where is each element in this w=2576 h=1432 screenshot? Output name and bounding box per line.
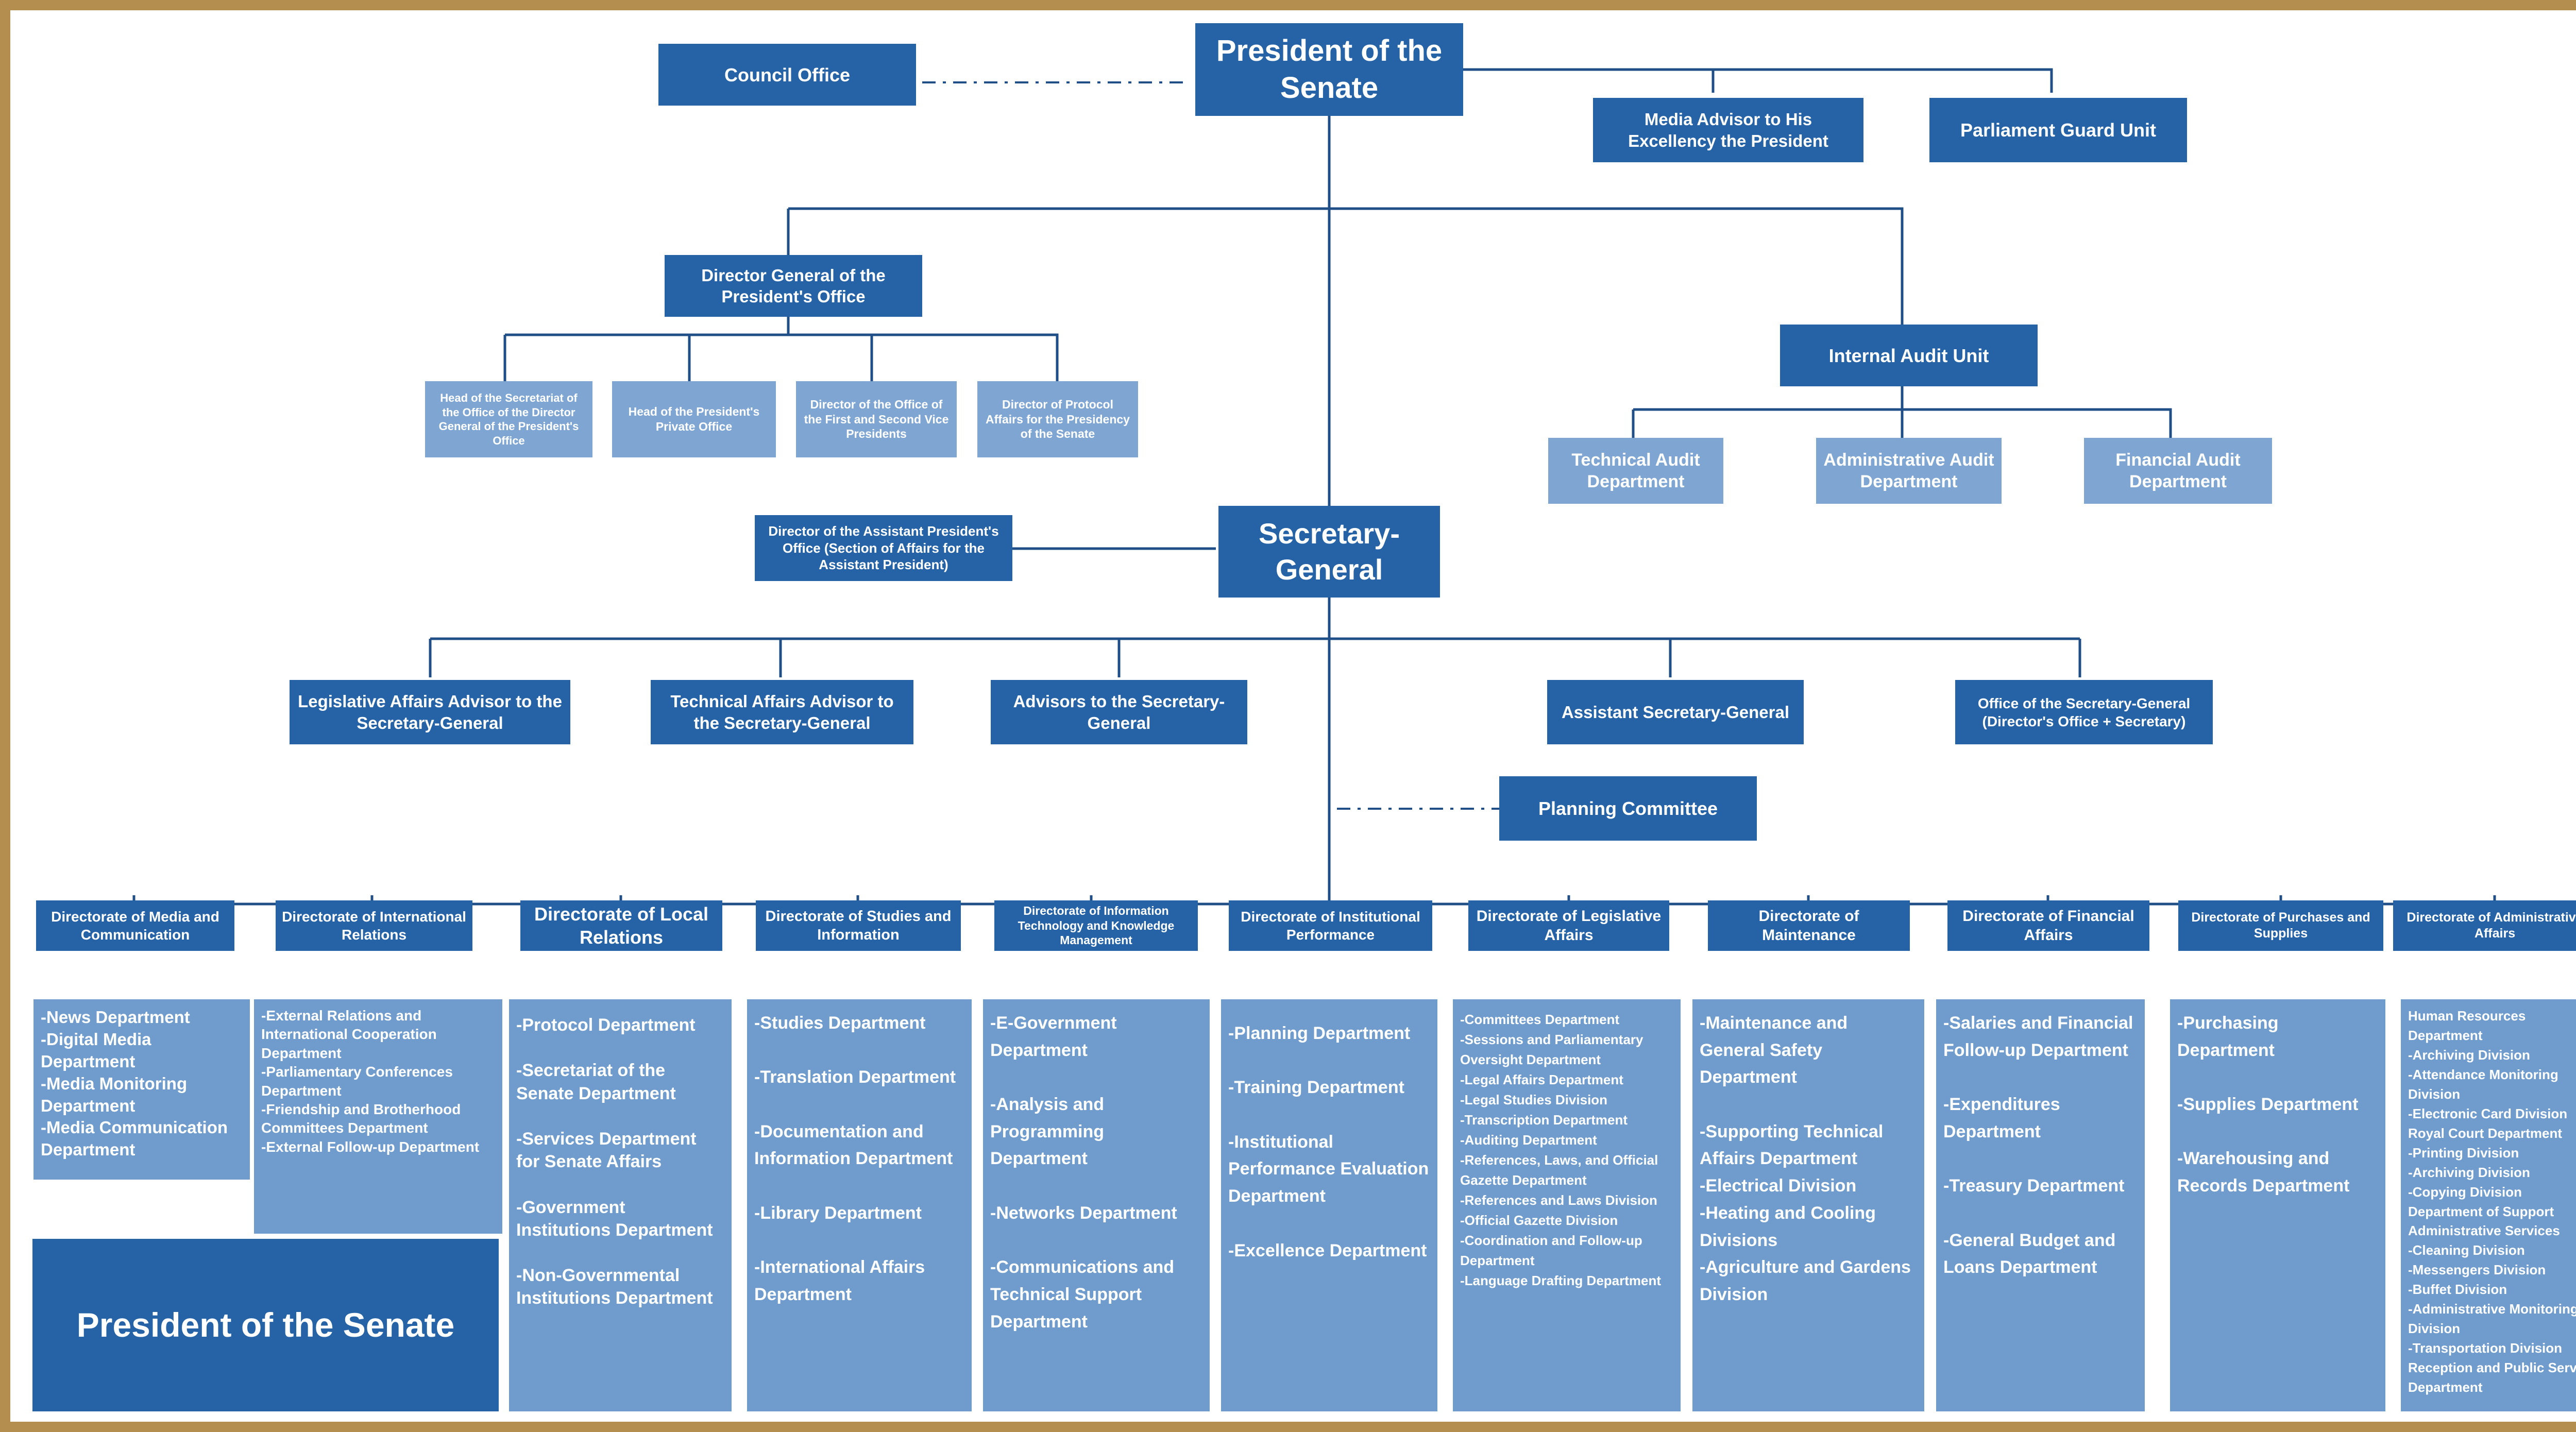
connector-media-guard: [1453, 68, 2053, 93]
department-list: -External Relations and International Co…: [254, 999, 502, 1234]
department-list: -Planning Department -Training Departmen…: [1221, 999, 1437, 1411]
advisor-box: Office of the Secretary-General (Directo…: [1955, 680, 2213, 744]
directorate-header: Directorate of Legislative Affairs: [1468, 900, 1669, 951]
advisor-box: Advisors to the Secretary-General: [991, 680, 1247, 744]
president-box: President of the Senate: [1195, 23, 1463, 116]
department-list: -Purchasing Department -Supplies Departm…: [2170, 999, 2385, 1411]
advisor-box: Assistant Secretary-General: [1547, 680, 1804, 744]
director-general-box: Director General of the President's Offi…: [665, 255, 922, 317]
dg-sub-unit: Head of the President's Private Office: [612, 381, 776, 457]
planning-committee-box: Planning Committee: [1499, 776, 1757, 841]
secretary-general-box: Secretary-General: [1218, 506, 1440, 598]
department-list: -E-Government Department -Analysis and P…: [983, 999, 1210, 1411]
directorate-header: Directorate of Purchases and Supplies: [2178, 900, 2383, 951]
advisor-box: Legislative Affairs Advisor to the Secre…: [290, 680, 570, 744]
directorate-header: Directorate of Studies and Information: [756, 900, 961, 951]
directorate-header: Directorate of Institutional Performance: [1229, 900, 1432, 951]
directorate-header: Directorate of Maintenance: [1708, 900, 1910, 951]
department-list: -News Department -Digital Media Departme…: [33, 999, 250, 1180]
connector-dg-audit: [787, 207, 1904, 325]
audit-dept-box: Technical Audit Department: [1548, 438, 1723, 504]
directorate-header: Directorate of Local Relations: [520, 900, 722, 951]
department-list: -Committees Department -Sessions and Par…: [1453, 999, 1681, 1411]
media-advisor-box: Media Advisor to His Excellency the Pres…: [1593, 98, 1863, 162]
advisor-box: Technical Affairs Advisor to the Secreta…: [651, 680, 913, 744]
directorate-header: Directorate of Financial Affairs: [1947, 900, 2149, 951]
org-chart: President of the Senate Council Office M…: [10, 10, 2576, 1422]
connector-advisors: [429, 637, 2081, 677]
directorate-header: Directorate of Media and Communication: [36, 900, 234, 951]
directorate-header: Directorate of Information Technology an…: [994, 900, 1198, 951]
dg-sub-unit: Head of the Secretariat of the Office of…: [425, 381, 592, 457]
audit-dept-box: Financial Audit Department: [2084, 438, 2272, 504]
department-list: -Protocol Department -Secretariat of the…: [509, 999, 732, 1411]
internal-audit-box: Internal Audit Unit: [1780, 325, 2038, 386]
connector-audit-depts: [1632, 381, 2172, 438]
legend-title: President of the Senate: [32, 1239, 499, 1411]
guard-unit-box: Parliament Guard Unit: [1929, 98, 2187, 162]
audit-dept-box: Administrative Audit Department: [1816, 438, 2002, 504]
directorate-header: Directorate of International Relations: [276, 900, 472, 951]
assistant-office-box: Director of the Assistant President's Of…: [755, 515, 1012, 581]
department-list: -Studies Department -Translation Departm…: [747, 999, 972, 1411]
department-list: -Maintenance and General Safety Departme…: [1692, 999, 1924, 1411]
council-office-box: Council Office: [658, 44, 916, 106]
dg-sub-unit: Director of Protocol Affairs for the Pre…: [977, 381, 1138, 457]
directorate-header: Directorate of Administrative Affairs: [2393, 900, 2576, 951]
connector-dg-subs: [503, 312, 1059, 381]
department-list: -Salaries and Financial Follow-up Depart…: [1936, 999, 2145, 1411]
dg-sub-unit: Director of the Office of the First and …: [796, 381, 957, 457]
department-list: Human Resources Department -Archiving Di…: [2401, 999, 2576, 1411]
